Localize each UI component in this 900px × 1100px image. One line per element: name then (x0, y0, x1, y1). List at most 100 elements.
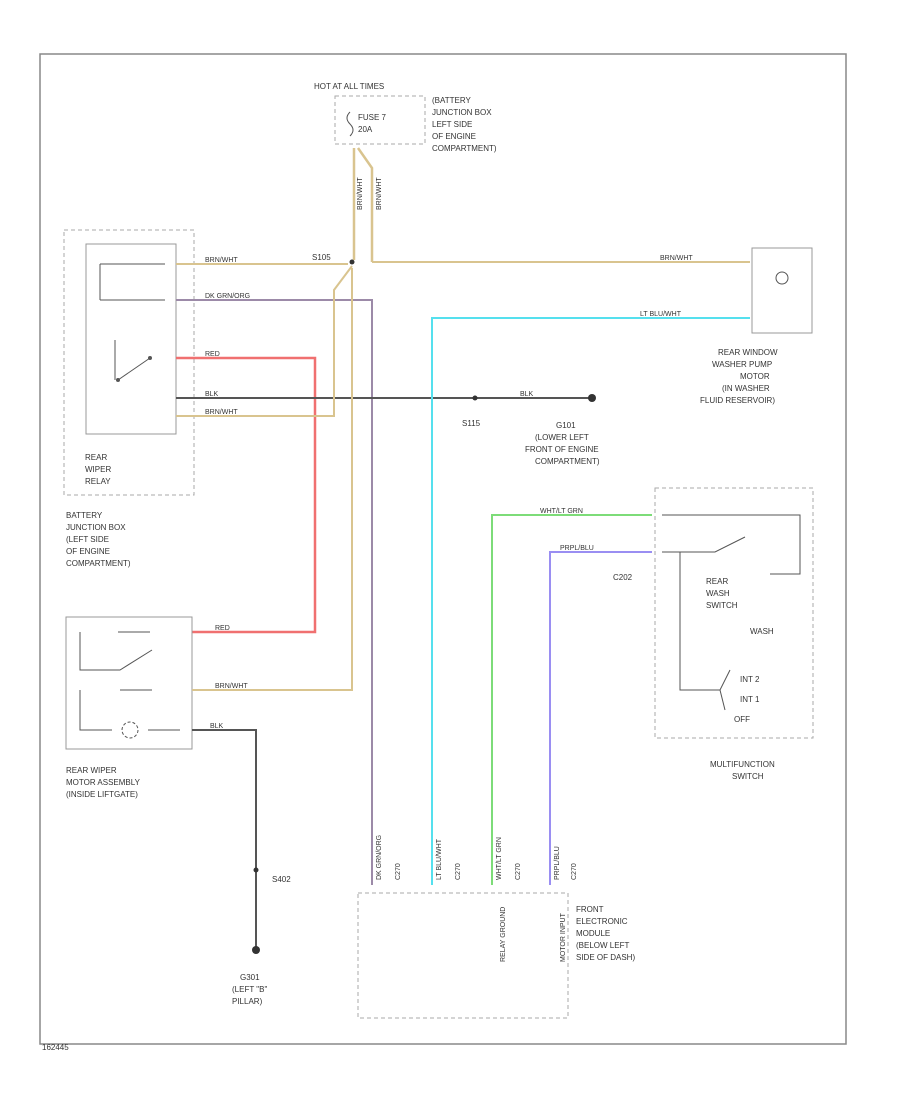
motor-label-2: (INSIDE LIFTGATE) (66, 790, 138, 799)
diagram-frame (39, 53, 847, 1045)
ground-g101-0: G101 (556, 421, 576, 430)
wire-label-violet: PRPL/BLU (560, 545, 594, 552)
relay-loc-0: BATTERY (66, 511, 103, 520)
splice-s402-dot (253, 867, 259, 873)
fuse-loc-0: (BATTERY (432, 96, 471, 105)
mfs-int-switch (679, 552, 731, 711)
fuse-header: HOT AT ALL TIMES (314, 82, 384, 91)
wire-label-brn-1: BRN/WHT (357, 177, 364, 210)
ground-g101-3: COMPARTMENT) (535, 457, 600, 466)
relay-body (85, 243, 177, 435)
splice-s105-dot (349, 259, 355, 265)
wire-label-brn-2: BRN/WHT (376, 177, 383, 210)
mfs-switch-2: SWITCH (706, 601, 738, 610)
fem-label-4: SIDE OF DASH) (576, 953, 635, 962)
fuse-loc-4: COMPARTMENT) (432, 144, 497, 153)
fuse-loc-3: OF ENGINE (432, 132, 476, 141)
fuse-symbol (346, 111, 354, 137)
wire-blk-motor (192, 729, 257, 950)
mfs-outline (654, 487, 814, 739)
mfs-wash-switch (662, 514, 801, 575)
fuse-loc-1: JUNCTION BOX (432, 108, 492, 117)
wire-label-brn-motor: BRN/WHT (215, 683, 248, 690)
wire-label-dkgrn: DK GRN/ORG (205, 293, 250, 300)
mfs-pos-int2: INT 2 (740, 675, 760, 684)
relay-label-2: RELAY (85, 477, 111, 486)
wire-ltblu (431, 317, 750, 885)
wire-relay-brn-bottom (176, 265, 353, 417)
relay-loc-3: OF ENGINE (66, 547, 110, 556)
fem-wire-label-green: WHT/LT GRN (496, 837, 503, 880)
fem-label-1: ELECTRONIC (576, 917, 628, 926)
mfs-switch-0: REAR (706, 577, 728, 586)
fem-input-1: MOTOR INPUT (560, 912, 567, 962)
relay-loc-2: (LEFT SIDE (66, 535, 109, 544)
motor-box (65, 616, 193, 750)
pump-label-4: FLUID RESERVOIR) (700, 396, 775, 405)
mfs-pos-int1: INT 1 (740, 695, 760, 704)
pump-label-2: MOTOR (740, 372, 770, 381)
wire-green (491, 514, 652, 885)
motor-icon (121, 721, 139, 739)
ground-g301-1: (LEFT "B" (232, 985, 267, 994)
motor-label-1: MOTOR ASSEMBLY (66, 778, 141, 787)
mfs-label-0: MULTIFUNCTION (710, 760, 775, 769)
wire-brn-motor (192, 268, 353, 691)
splice-s402: S402 (272, 875, 291, 884)
relay-label-1: WIPER (85, 465, 111, 474)
fuse-loc-2: LEFT SIDE (432, 120, 472, 129)
wire-brn-fuse-right (356, 147, 374, 262)
relay-coil (99, 263, 165, 301)
fem-wire-label-violet: PRPL/BLU (554, 846, 561, 880)
relay-outline (63, 229, 195, 496)
pump-label-1: WASHER PUMP (712, 360, 772, 369)
fem-connector-3: C270 (571, 863, 578, 880)
fem-label-2: MODULE (576, 929, 610, 938)
wire-label-blk-1: BLK (205, 391, 219, 398)
fem-input-0: RELAY GROUND (500, 907, 507, 962)
pump-motor-icon (775, 271, 789, 285)
mfs-pos-off: OFF (734, 715, 750, 724)
fuse-name: FUSE 7 (358, 113, 387, 122)
relay-loc-1: JUNCTION BOX (66, 523, 126, 532)
wire-label-red-2: RED (215, 625, 230, 632)
pump-box (751, 247, 813, 334)
ground-g301-dot (252, 946, 260, 954)
fem-wire-label-dkgrn: DK GRN/ORG (376, 835, 383, 880)
wire-label-red-1: RED (205, 351, 220, 358)
ground-g101-2: FRONT OF ENGINE (525, 445, 599, 454)
fem-wire-label-ltblu: LT BLU/WHT (436, 838, 443, 880)
ground-g101-dot (588, 394, 596, 402)
fem-label-0: FRONT (576, 905, 604, 914)
mfs-connector: C202 (613, 573, 633, 582)
splice-s115-dot (472, 395, 478, 401)
motor-label-0: REAR WIPER (66, 766, 117, 775)
wire-label-brn-bottom: BRN/WHT (205, 409, 238, 416)
ground-g301-0: G301 (240, 973, 260, 982)
relay-label-0: REAR (85, 453, 107, 462)
fem-label-3: (BELOW LEFT (576, 941, 629, 950)
ground-g101-1: (LOWER LEFT (535, 433, 589, 442)
fem-connector-0: C270 (395, 863, 402, 880)
fem-outline (357, 892, 569, 1019)
mfs-pos-wash: WASH (750, 627, 774, 636)
wire-relay-red (176, 356, 317, 634)
fem-connector-1: C270 (455, 863, 462, 880)
wire-violet (549, 551, 652, 885)
splice-s115: S115 (462, 419, 481, 428)
mfs-switch-1: WASH (706, 589, 730, 598)
wire-label-relay-brn: BRN/WHT (205, 257, 238, 264)
wire-relay-dkgrn (176, 299, 373, 885)
wire-label-ltblu: LT BLU/WHT (640, 311, 682, 318)
wire-label-brn-pump: BRN/WHT (660, 255, 693, 262)
relay-contact (114, 340, 151, 381)
splice-s105: S105 (312, 253, 331, 262)
fem-connector-2: C270 (515, 863, 522, 880)
fuse-rating: 20A (358, 125, 373, 134)
footer-code: 162445 (42, 1043, 69, 1052)
wire-label-blk-2: BLK (520, 391, 534, 398)
relay-loc-4: COMPARTMENT) (66, 559, 131, 568)
pump-label-3: (IN WASHER (722, 384, 770, 393)
wire-label-blk-motor: BLK (210, 723, 224, 730)
wire-label-green: WHT/LT GRN (540, 508, 583, 515)
